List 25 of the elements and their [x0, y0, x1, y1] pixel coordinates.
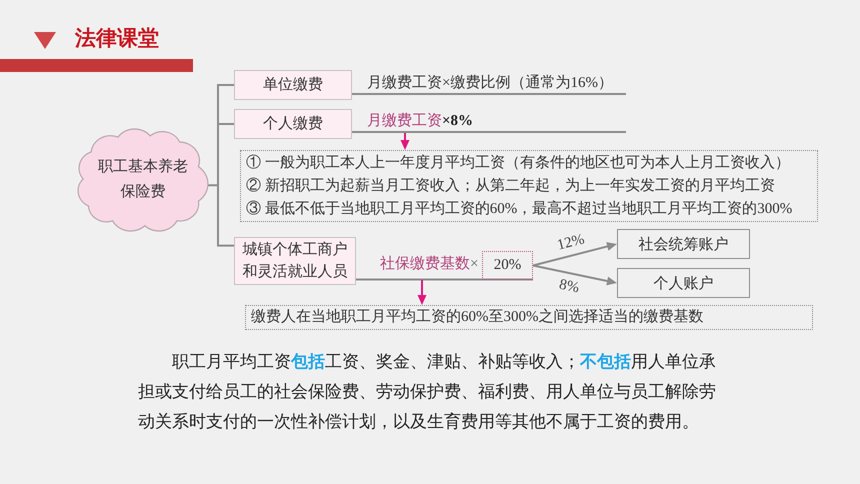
note-box: 缴费人在当地职工月平均工资的60%至300%之间选择适当的缴费基数 [245, 305, 813, 330]
account-box: 社会统筹账户 [617, 229, 750, 259]
connector-line [352, 93, 362, 95]
account-box: 个人账户 [617, 268, 750, 298]
formula-text: 社保缴费基数× [375, 254, 479, 280]
branch-box: 个人缴费 [234, 109, 352, 139]
underlined-formula: 月缴费工资×缴费比例（通常为16%） [362, 74, 626, 95]
underlined-formula: 月缴费工资×8% [362, 112, 626, 133]
note-line: ① 一般为职工本人上一年度月平均工资（有条件的地区也可为本人上月工资收入） [246, 153, 791, 172]
branch-box: 城镇个体工商户和灵活就业人员 [234, 237, 356, 285]
title: 法律课堂 [75, 26, 159, 52]
rate-box: 20% [482, 251, 533, 280]
note-line: ② 新招职工为起薪当月工资收入；从第二年起，为上一年实发工资的月平均工资 [246, 176, 776, 196]
underline [356, 278, 533, 280]
connector-line [352, 131, 362, 133]
topic-label: 职工基本养老保险费 [97, 157, 189, 202]
arrow [400, 133, 410, 150]
arrow [532, 242, 617, 266]
branch-box: 单位缴费 [234, 70, 352, 100]
arrow [532, 264, 617, 286]
note-box [240, 150, 818, 222]
paragraph: 职工月平均工资包括工资、奖金、津贴、补贴等收入；不包括用人单位承担或支付给员工的社会保险费、劳动保护费、福利费、用人单位与员工解除劳动关系时支付的一次性补偿计划，以及生育费用等其他不属于工资的费用。 [138, 351, 717, 433]
note-line: ③ 最低不低于当地职工月平均工资的60%，最高不超过当地职工月平均工资的300% [246, 199, 794, 218]
arrow [418, 280, 426, 305]
tree-connector [208, 84, 235, 247]
